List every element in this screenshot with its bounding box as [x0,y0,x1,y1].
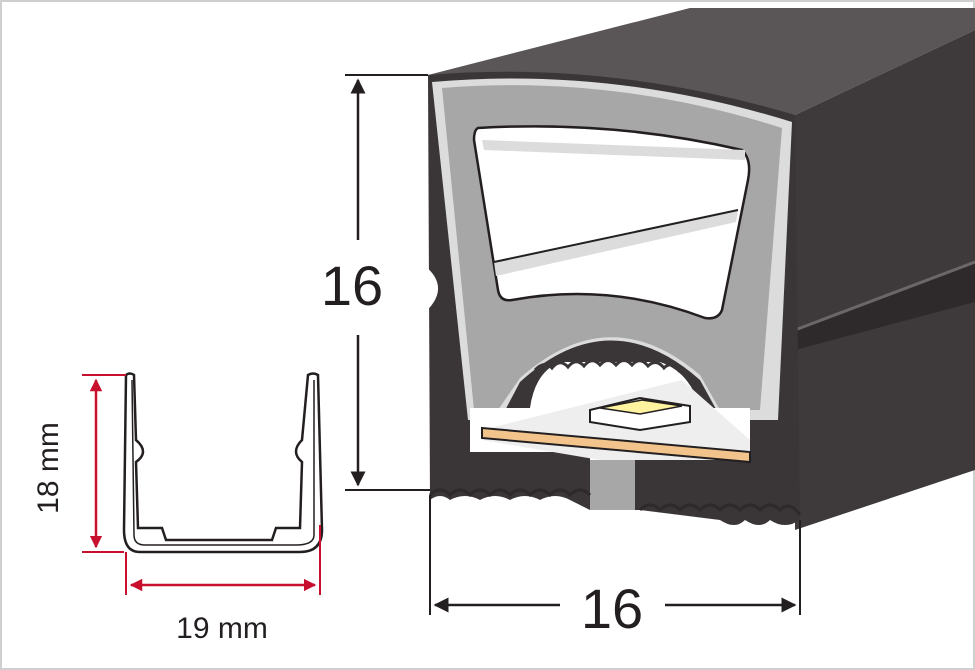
channel-height-dimension: 18 mm [32,374,126,553]
channel-height-label: 18 mm [32,422,65,514]
mounting-channel [122,372,324,554]
mounting-slot [590,460,635,510]
profile-side-face [795,30,975,530]
profile-height-label: 16 [321,254,383,317]
channel-width-label: 19 mm [176,612,268,645]
neon-profile [427,8,975,530]
pcb-strip [481,426,751,464]
height-dimension: 16 [321,74,430,491]
profile-width-label: 16 [581,577,643,640]
diffuser-inner-window [472,125,751,320]
channel-outline [122,372,324,554]
led-emitter [599,399,683,415]
channel-width-dimension: 19 mm [125,525,321,645]
width-dimension: 16 [429,495,801,640]
profile-side-groove [787,262,975,350]
